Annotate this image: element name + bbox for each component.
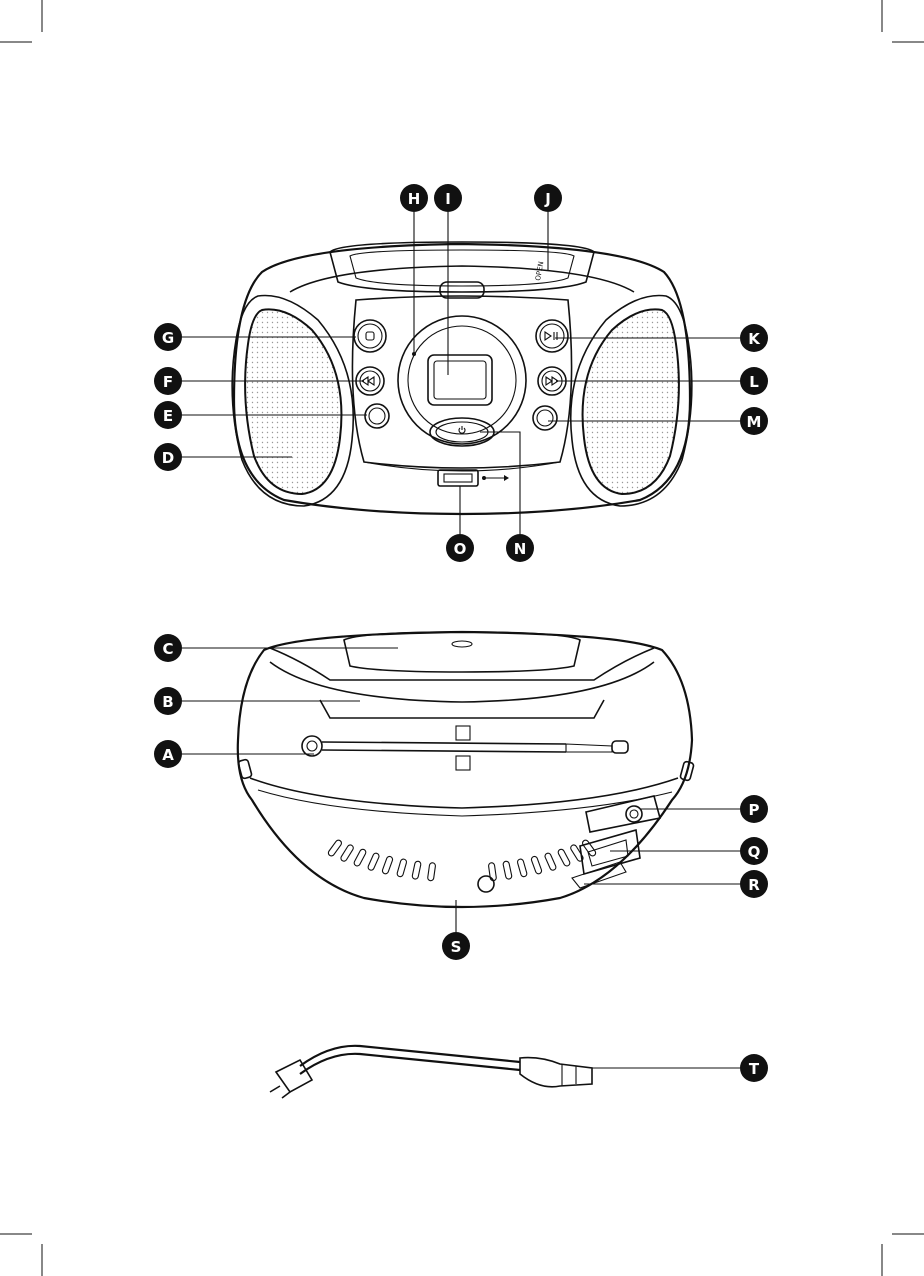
vent-slot <box>353 848 367 867</box>
cd-lid-top <box>344 632 580 672</box>
vent-slot <box>544 852 557 871</box>
callout-p: P <box>740 795 768 823</box>
usb-icon <box>482 475 509 481</box>
vent-slot <box>557 848 571 867</box>
svg-text:N: N <box>514 540 527 558</box>
iec-connector <box>520 1058 592 1087</box>
vent-slot <box>517 858 528 877</box>
callout-n: N <box>506 534 534 562</box>
callout-c: C <box>154 634 182 662</box>
svg-text:F: F <box>163 373 173 391</box>
callout-e: E <box>154 401 182 429</box>
vent-slot <box>427 862 435 881</box>
function-button[interactable] <box>354 320 386 352</box>
callout-m: M <box>740 407 768 435</box>
right-speaker-grille <box>583 309 679 494</box>
svg-text:L: L <box>749 373 759 391</box>
callout-q: Q <box>740 837 768 865</box>
callout-t: T <box>740 1054 768 1082</box>
power-cord <box>270 1046 592 1098</box>
svg-text:O: O <box>454 540 467 558</box>
usb-port[interactable] <box>438 470 478 486</box>
front-view-boombox: OPEN <box>232 242 692 514</box>
right-lower-button[interactable] <box>533 406 557 430</box>
svg-text:D: D <box>162 449 174 467</box>
svg-text:P: P <box>749 801 760 819</box>
svg-text:I: I <box>445 190 451 208</box>
svg-text:OPEN: OPEN <box>534 261 545 281</box>
vent-slot <box>396 858 407 877</box>
vent-slot <box>531 856 543 875</box>
svg-text:H: H <box>408 190 421 208</box>
back-view-boombox <box>238 632 694 907</box>
play-pause-icon <box>545 332 557 340</box>
vent-slot <box>503 861 513 880</box>
callout-i: I <box>434 184 462 212</box>
callout-h: H <box>400 184 428 212</box>
vent-slot <box>327 839 342 857</box>
svg-text:S: S <box>451 938 462 956</box>
svg-text:J: J <box>544 190 551 208</box>
svg-text:B: B <box>162 693 173 711</box>
svg-text:E: E <box>163 407 173 425</box>
callout-l: L <box>740 367 768 395</box>
vent-slot <box>412 861 422 880</box>
callout-a: A <box>154 740 182 768</box>
svg-text:C: C <box>162 640 173 658</box>
vent-slot <box>382 856 394 875</box>
ventilation-slots <box>327 839 597 881</box>
aux-input-jack[interactable] <box>586 796 660 832</box>
svg-text:Q: Q <box>748 843 761 861</box>
play-pause-button[interactable] <box>536 320 568 352</box>
svg-text:G: G <box>162 329 174 347</box>
callout-j: J <box>534 184 562 212</box>
telescopic-antenna[interactable] <box>302 726 628 770</box>
callout-b: B <box>154 687 182 715</box>
lid-open-indicator: OPEN <box>534 261 545 281</box>
power-indicator-led <box>412 352 416 356</box>
svg-text:K: K <box>748 330 761 348</box>
callout-s: S <box>442 932 470 960</box>
vent-slot <box>340 844 355 862</box>
svg-text:T: T <box>749 1060 760 1078</box>
callout-k: K <box>740 324 768 352</box>
callout-f: F <box>154 367 182 395</box>
callout-d: D <box>154 443 182 471</box>
callout-g: G <box>154 323 182 351</box>
lcd-display <box>428 355 492 405</box>
svg-text:A: A <box>162 746 174 764</box>
svg-text:M: M <box>747 413 762 431</box>
vent-slot <box>367 852 380 871</box>
power-icon <box>459 426 465 433</box>
left-lower-button[interactable] <box>365 404 389 428</box>
callout-r: R <box>740 870 768 898</box>
callout-o: O <box>446 534 474 562</box>
svg-text:R: R <box>748 876 760 894</box>
